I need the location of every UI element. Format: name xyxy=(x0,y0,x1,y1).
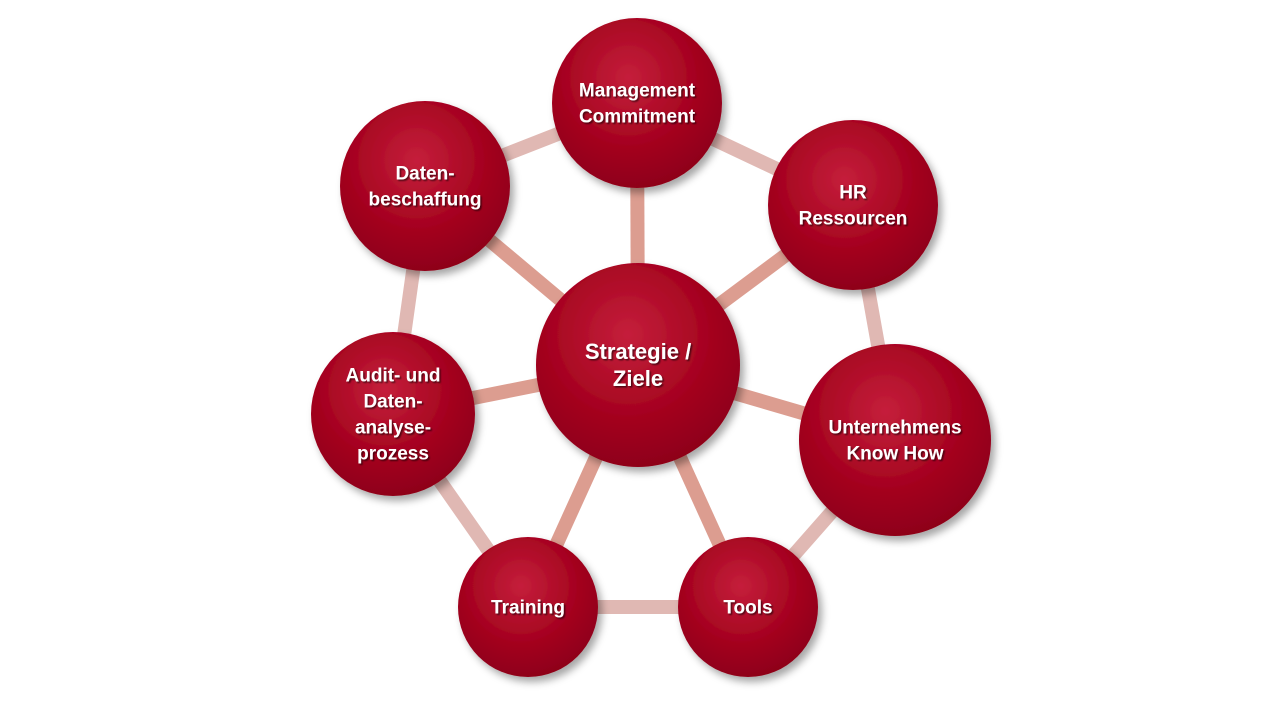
node-unternehmen-label-line: Know How xyxy=(846,444,943,465)
node-hr-label-line: Ressourcen xyxy=(799,209,908,230)
node-unternehmen-circle xyxy=(799,344,991,536)
node-daten-label-line: beschaffung xyxy=(369,190,482,211)
center-node: Strategie /Ziele xyxy=(536,263,740,467)
center-node-label-line: Strategie / xyxy=(585,339,691,364)
node-training-label-line: Training xyxy=(491,598,565,619)
node-daten-circle xyxy=(340,101,510,271)
node-audit-circle xyxy=(311,332,475,496)
node-audit-label-line: Audit- und xyxy=(346,366,441,387)
node-management-label-line: Management xyxy=(579,81,696,102)
node-management-label-line: Commitment xyxy=(579,107,696,128)
node-audit-label-line: Daten- xyxy=(363,392,422,413)
node-audit-label-line: prozess xyxy=(357,444,429,465)
node-daten: Daten-beschaffung xyxy=(340,101,510,271)
node-hr: HR Ressourcen xyxy=(768,120,938,290)
node-training: Training xyxy=(458,537,598,677)
node-unternehmen-label-line: Unternehmens xyxy=(828,418,961,439)
node-tools-label-line: Tools xyxy=(723,598,772,619)
node-hr-circle xyxy=(768,120,938,290)
node-tools: Tools xyxy=(678,537,818,677)
center-node-circle xyxy=(536,263,740,467)
node-training-circle xyxy=(458,537,598,677)
center-node-label-line: Ziele xyxy=(613,366,663,391)
node-management-circle xyxy=(552,18,722,188)
node-tools-circle xyxy=(678,537,818,677)
node-audit-label-line: analyse- xyxy=(355,418,431,439)
node-hr-label-line: HR xyxy=(839,183,867,204)
node-daten-label-line: Daten- xyxy=(395,164,454,185)
